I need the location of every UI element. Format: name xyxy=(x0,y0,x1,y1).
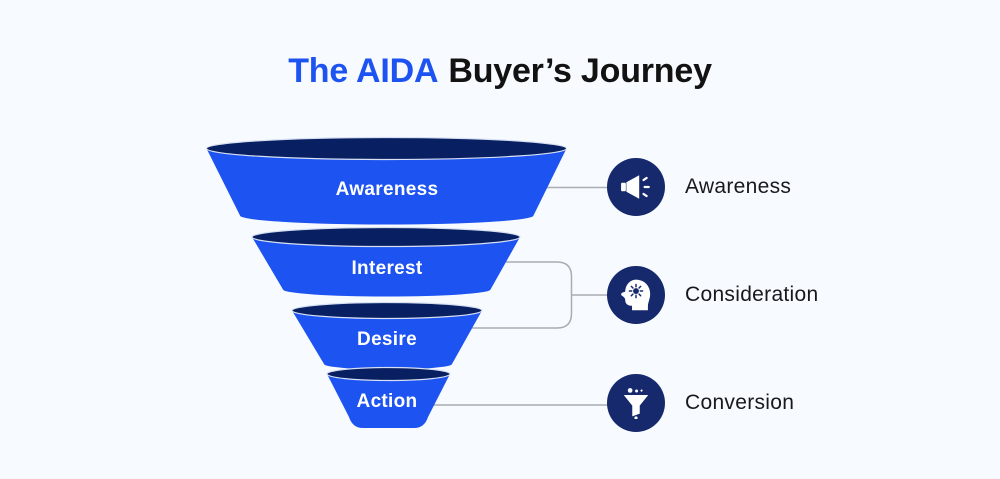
stage-label-action: Action xyxy=(356,391,418,412)
legend-row-awareness: Awareness xyxy=(607,158,791,216)
funnel-stage-desire xyxy=(291,301,483,370)
megaphone-icon xyxy=(621,175,650,199)
legend-label-consideration: Consideration xyxy=(685,283,819,306)
legend-circle-consideration xyxy=(607,266,665,324)
legend-label-awareness: Awareness xyxy=(685,175,792,198)
funnel-stage-interest xyxy=(251,226,521,297)
legend-row-consideration: Consideration xyxy=(607,266,818,324)
funnel-ellipse-desire xyxy=(291,301,483,320)
funnel-body-action xyxy=(327,374,450,428)
stage-label-desire: Desire xyxy=(357,329,417,350)
funnel-stage-action xyxy=(326,366,451,428)
title-rest: Buyer’s Journey xyxy=(448,52,712,90)
legend-circle-conversion xyxy=(607,374,665,432)
funnel-body-awareness xyxy=(206,148,567,225)
funnel-icon xyxy=(623,388,649,419)
legend-label-conversion: Conversion xyxy=(685,391,795,414)
legend-row-conversion: Conversion xyxy=(607,374,794,432)
legend-circle-awareness xyxy=(607,158,665,216)
head-idea-icon xyxy=(621,279,651,311)
funnel-body-desire xyxy=(292,310,482,370)
stage-label-awareness: Awareness xyxy=(335,179,439,200)
funnel-stage-awareness xyxy=(205,136,568,225)
funnel-ellipse-action xyxy=(326,366,451,382)
funnel-ellipse-interest xyxy=(251,226,521,248)
title-accent: The AIDA xyxy=(288,52,439,90)
funnel-ellipse-awareness xyxy=(205,136,568,161)
page-title: The AIDA Buyer’s Journey xyxy=(0,52,1000,91)
stage-label-interest: Interest xyxy=(351,258,423,279)
connector-lines xyxy=(431,186,608,406)
funnel-body-interest xyxy=(252,237,520,297)
